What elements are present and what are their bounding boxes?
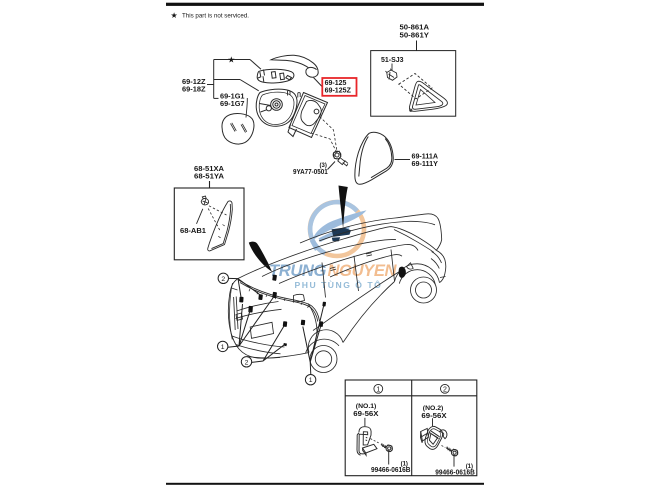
svg-text:(NO.2): (NO.2): [423, 406, 444, 412]
svg-text:69-111A: 69-111A: [412, 151, 439, 160]
svg-text:69-12Z: 69-12Z: [182, 77, 206, 86]
svg-text:69-111Y: 69-111Y: [412, 159, 439, 168]
svg-text:PHU TÙNG Ô TÔ: PHU TÙNG Ô TÔ: [295, 279, 383, 290]
svg-text:2: 2: [245, 359, 249, 366]
svg-text:68-51YA: 68-51YA: [194, 172, 225, 181]
svg-text:★: ★: [228, 55, 236, 65]
svg-text:This part is not serviced.: This part is not serviced.: [182, 13, 249, 20]
svg-text:69-18Z: 69-18Z: [182, 85, 206, 94]
svg-text:99466-0616B: 99466-0616B: [371, 465, 411, 474]
svg-text:69-1G7: 69-1G7: [220, 99, 245, 108]
svg-text:(1): (1): [401, 461, 408, 467]
svg-text:1: 1: [376, 386, 380, 393]
svg-text:(1): (1): [466, 464, 473, 470]
svg-text:2: 2: [221, 276, 225, 283]
svg-text:2: 2: [443, 386, 447, 393]
svg-text:1: 1: [309, 377, 313, 384]
svg-text:1: 1: [221, 344, 225, 351]
svg-text:50-861A: 50-861A: [400, 23, 430, 32]
svg-text:68-AB1: 68-AB1: [180, 226, 206, 235]
svg-text:68-51XA: 68-51XA: [194, 164, 225, 173]
svg-text:99466-0616B: 99466-0616B: [435, 468, 475, 477]
svg-text:69-125: 69-125: [325, 78, 347, 87]
svg-text:★: ★: [171, 11, 178, 20]
svg-text:50-861Y: 50-861Y: [400, 30, 430, 39]
svg-text:TRUNG: TRUNG: [269, 261, 326, 280]
svg-text:51-SJ3: 51-SJ3: [381, 55, 404, 64]
svg-text:NGUYEN: NGUYEN: [328, 261, 398, 280]
svg-text:9YA77-0501: 9YA77-0501: [293, 167, 328, 176]
svg-text:(3): (3): [320, 163, 327, 169]
svg-text:69-56X: 69-56X: [421, 411, 446, 420]
svg-text:69-1G1: 69-1G1: [220, 91, 245, 100]
svg-text:69-56X: 69-56X: [353, 409, 378, 418]
svg-text:69-125Z: 69-125Z: [325, 86, 352, 95]
svg-text:(NO.1): (NO.1): [356, 404, 377, 410]
